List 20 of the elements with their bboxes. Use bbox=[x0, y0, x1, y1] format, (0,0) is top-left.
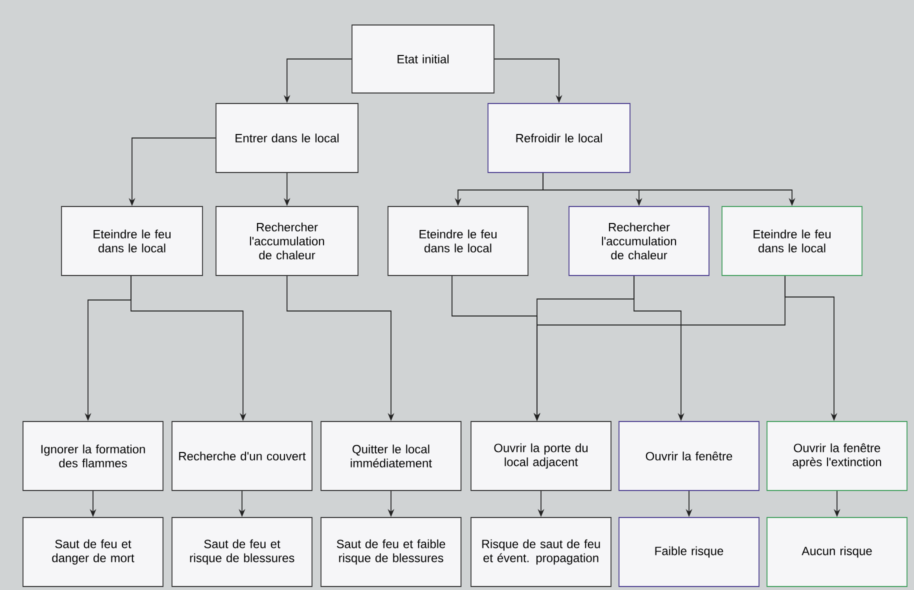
process-box: Rechercher l'accumulation de chaleur bbox=[568, 206, 710, 276]
process-box: Etat initial bbox=[352, 24, 494, 94]
process-box: Aucun risque bbox=[766, 517, 908, 587]
process-box: Ouvrir la fenêtre bbox=[618, 421, 760, 491]
process-box: Ignorer la formation des flammes bbox=[22, 421, 164, 491]
process-box: Ouvrir la fenêtre après l'extinction bbox=[766, 421, 908, 491]
process-box: Saut de feu et faible risque de blessures bbox=[320, 517, 462, 587]
process-box: Eteindre le feu dans le local bbox=[61, 206, 203, 276]
process-box: Rechercher l'accumulation de chaleur bbox=[216, 206, 358, 276]
process-box: Ouvrir la porte du local adjacent bbox=[470, 421, 612, 491]
process-box: Eteindre le feu dans le local bbox=[388, 206, 528, 276]
process-box: Refroidir le local bbox=[488, 103, 630, 173]
process-box: Faible risque bbox=[618, 517, 760, 587]
process-box: Eteindre le feu dans le local bbox=[722, 206, 862, 276]
process-box: Risque de saut de feu et évent. propagation bbox=[470, 517, 612, 587]
process-box: Quitter le local immédiatement bbox=[320, 421, 462, 491]
process-box: Saut de feu et danger de mort bbox=[22, 517, 164, 587]
process-box: Saut de feu et risque de blessures bbox=[172, 517, 312, 587]
process-box: Recherche d'un couvert bbox=[172, 421, 312, 491]
process-box: Entrer dans le local bbox=[216, 103, 358, 173]
